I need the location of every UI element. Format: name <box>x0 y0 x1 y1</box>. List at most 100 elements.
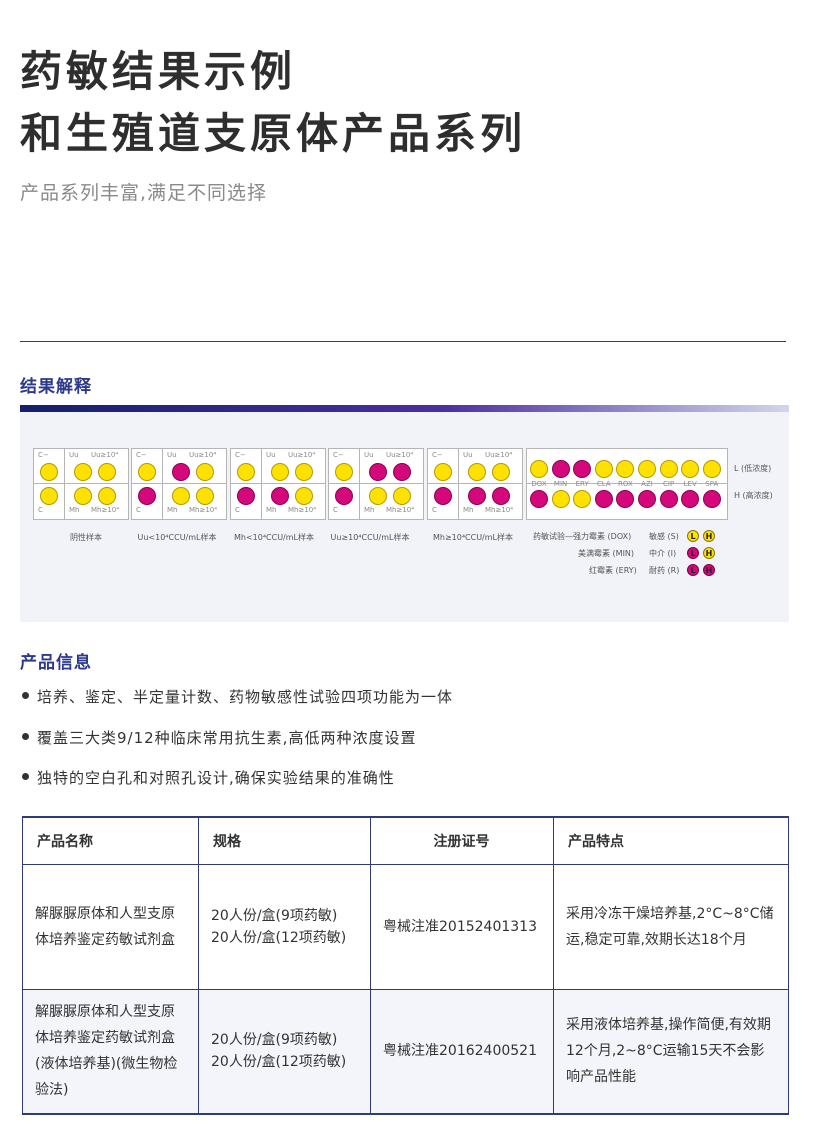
cell-feature: 采用冷冻干燥培养基,2°C~8°C储运,稳定可靠,效期长达18个月 <box>553 863 789 990</box>
culture-well <box>369 487 387 505</box>
high-concentration-label: H (高浓度) <box>734 491 773 500</box>
culture-well <box>369 463 387 481</box>
plate-divider <box>64 449 65 519</box>
drug-well-low <box>638 460 656 478</box>
well-label: Uu <box>463 451 473 459</box>
drug-well-high <box>681 490 700 508</box>
culture-well <box>138 463 156 481</box>
table-header-row: 产品名称 规格 注册证号 产品特点 <box>22 816 789 865</box>
drug-well-low <box>594 460 613 478</box>
drug-well-high <box>616 490 635 508</box>
plate-divider <box>329 483 423 484</box>
legend-well-low: L <box>687 564 699 576</box>
drug-label: MIN <box>553 480 568 488</box>
well-label: C <box>136 506 141 514</box>
culture-well <box>468 487 486 505</box>
well-label: C− <box>333 451 344 459</box>
drug-label: LEV <box>683 480 697 488</box>
drug-well-high <box>594 490 613 508</box>
well-label: Uu≥10⁴ <box>189 451 217 459</box>
culture-well <box>237 463 255 481</box>
well-label: Uu≥10⁴ <box>386 451 414 459</box>
well-label: Mh <box>463 506 474 514</box>
culture-well <box>335 463 353 481</box>
well-label: Uu <box>364 451 374 459</box>
feature-bullet: 覆盖三大类9/12种临床常用抗生素,高低两种浓度设置 <box>22 727 416 748</box>
drug-example-ery: 红霉素 (ERY) <box>589 566 637 575</box>
well-label: Mh≥10⁴ <box>485 506 514 514</box>
culture-well <box>74 463 92 481</box>
drug-label: CLA <box>596 480 611 488</box>
culture-well <box>434 487 452 505</box>
plate-divider <box>34 483 128 484</box>
culture-well <box>468 463 486 481</box>
header-reg: 注册证号 <box>370 816 554 865</box>
legend-well-high: H <box>703 530 715 542</box>
drug-well-low <box>530 460 548 478</box>
drug-label: ERY <box>575 480 589 488</box>
page-title-line2: 和生殖道支原体产品系列 <box>20 109 527 158</box>
well-label: Mh≥10⁴ <box>189 506 218 514</box>
drug-well-high <box>551 490 570 508</box>
culture-well <box>335 487 353 505</box>
plate-divider <box>458 449 459 519</box>
well-label: Uu <box>69 451 79 459</box>
results-section-title: 结果解释 <box>20 377 92 397</box>
cell-name: 解脲脲原体和人型支原体培养鉴定药敏试剂盒(液体培养基)(微生物检验法) <box>22 988 199 1115</box>
drug-well-high <box>638 490 656 508</box>
well-label: Mh <box>69 506 80 514</box>
feature-bullet: 独特的空白孔和对照孔设计,确保实验结果的准确性 <box>22 767 395 788</box>
cell-name: 解脲脲原体和人型支原体培养鉴定药敏试剂盒 <box>22 863 199 990</box>
page-title: 药敏结果示例 <box>20 47 297 96</box>
drug-well-high <box>530 490 548 508</box>
section-divider <box>20 341 786 342</box>
well-label: Uu <box>167 451 177 459</box>
legend-well-low: L <box>687 530 699 542</box>
culture-well <box>172 487 190 505</box>
drug-well-low <box>702 460 721 478</box>
culture-well <box>40 463 58 481</box>
gradient-bar <box>20 405 789 412</box>
well-label: Uu≥10⁴ <box>288 451 316 459</box>
culture-well <box>172 463 190 481</box>
plate-caption: Uu<10⁴CCU/mL样本 <box>137 533 217 542</box>
drug-well-high <box>573 490 592 508</box>
well-label: Uu≥10⁴ <box>91 451 119 459</box>
drug-well-high <box>659 490 678 508</box>
drug-well-low <box>681 460 700 478</box>
well-label: C− <box>432 451 443 459</box>
drug-example-min: 美满霉素 (MIN) <box>578 549 635 558</box>
feature-bullet: 培养、鉴定、半定量计数、药物敏感性试验四项功能为一体 <box>22 686 453 707</box>
plate-caption: 阴性样本 <box>70 533 102 542</box>
low-concentration-label: L (低浓度) <box>734 464 772 473</box>
culture-well <box>434 463 452 481</box>
table-row: 解脲脲原体和人型支原体培养鉴定药敏试剂盒 20人份/盒(9项药敏)20人份/盒(… <box>22 863 789 990</box>
bullet-dot <box>22 773 29 780</box>
plate-divider <box>261 449 262 519</box>
culture-well <box>295 487 313 505</box>
drug-label: AZI <box>641 480 653 488</box>
culture-well <box>74 487 92 505</box>
bullet-dot <box>22 733 29 740</box>
cell-reg: 粤械注准20152401313 <box>370 863 554 990</box>
bullet-dot <box>22 692 29 699</box>
drug-well-low <box>616 460 635 478</box>
plate-divider <box>527 483 727 484</box>
well-label: Uu≥10⁴ <box>485 451 513 459</box>
culture-well <box>393 463 411 481</box>
info-section-title: 产品信息 <box>20 653 92 673</box>
well-label: Mh≥10⁴ <box>386 506 415 514</box>
culture-well <box>271 487 289 505</box>
cell-spec: 20人份/盒(9项药敏)20人份/盒(12项药敏) <box>198 988 371 1115</box>
drug-label: SPA <box>705 480 719 488</box>
cell-reg: 粤械注准20162400521 <box>370 988 554 1115</box>
well-label: Mh≥10⁴ <box>288 506 317 514</box>
legend-well-low: L <box>687 547 699 559</box>
table-row: 解脲脲原体和人型支原体培养鉴定药敏试剂盒(液体培养基)(微生物检验法) 20人份… <box>22 988 789 1115</box>
culture-well <box>492 487 510 505</box>
header-spec: 规格 <box>198 816 371 865</box>
cell-feature: 采用液体培养基,操作简便,有效期12个月,2~8°C运输15天不会影响产品性能 <box>553 988 789 1115</box>
